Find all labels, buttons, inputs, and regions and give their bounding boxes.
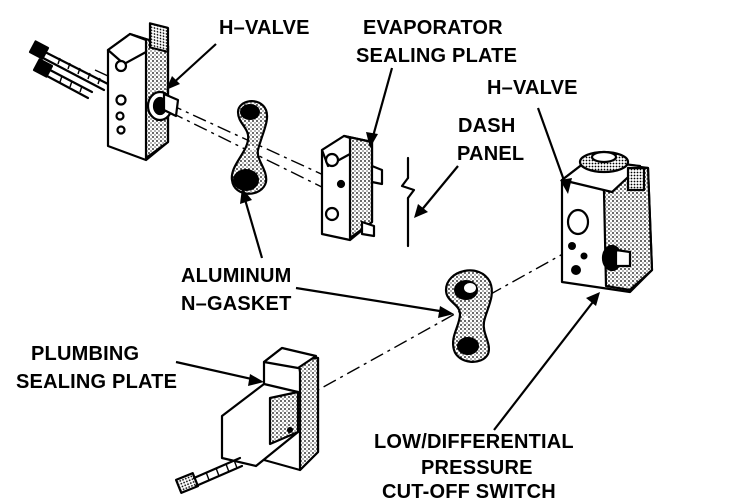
plumbing-sealing-plate — [220, 346, 320, 472]
label-n-gasket: N–GASKET — [181, 293, 292, 315]
arrowhead-icon — [414, 204, 428, 218]
arrowhead-icon — [366, 132, 378, 148]
label-evaporator: EVAPORATOR — [363, 17, 503, 39]
h-valve-right — [560, 150, 654, 294]
label-panel: PANEL — [457, 143, 524, 165]
label-plumbing: PLUMBING — [31, 343, 139, 365]
labels: H–VALVE EVAPORATOR SEALING PLATE H–VALVE… — [16, 17, 578, 502]
aluminum-gasket-lower — [444, 269, 493, 363]
arrowhead-icon — [248, 374, 264, 386]
label-h-valve-right: H–VALVE — [487, 77, 578, 99]
bolt-icon — [28, 40, 110, 100]
label-sealing-plate: SEALING PLATE — [356, 45, 517, 67]
label-pressure: PRESSURE — [421, 457, 533, 479]
arrowhead-icon — [586, 292, 600, 306]
label-h-valve-top: H–VALVE — [219, 17, 310, 39]
h-valve-left — [106, 22, 180, 162]
label-plumbing-sealing-plate: SEALING PLATE — [16, 371, 177, 393]
label-dash: DASH — [458, 115, 515, 137]
arrowhead-icon — [240, 188, 252, 204]
arrowhead-icon — [438, 306, 454, 318]
bolt-icon — [174, 456, 244, 494]
dash-panel — [400, 156, 416, 248]
label-low-differential: LOW/DIFFERENTIAL — [374, 431, 574, 453]
arrowhead-icon — [166, 76, 180, 90]
arrowhead-icon — [560, 178, 572, 194]
label-cut-off-switch: CUT-OFF SWITCH — [382, 481, 556, 502]
evaporator-sealing-plate — [320, 134, 384, 242]
label-aluminum: ALUMINUM — [181, 265, 291, 287]
aluminum-gasket-upper — [230, 100, 269, 195]
leader-lines — [166, 43, 600, 431]
